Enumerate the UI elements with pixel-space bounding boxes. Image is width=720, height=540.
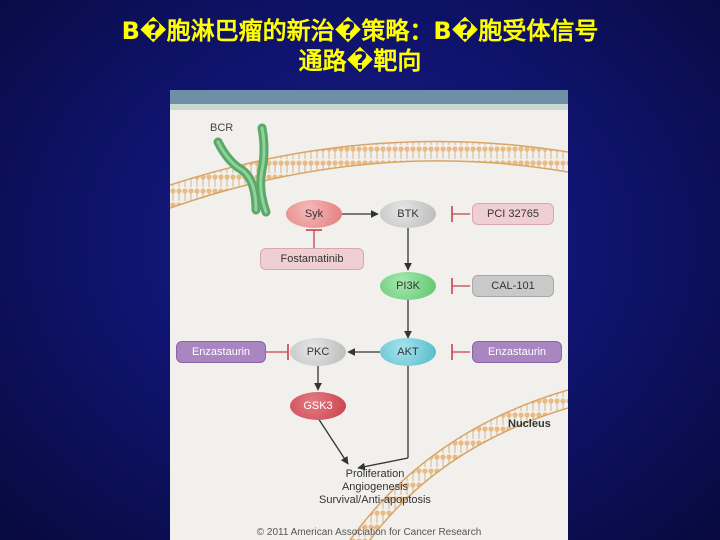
pi3k-node: PI3K [380, 272, 436, 300]
nuclear-membrane-outer [349, 389, 568, 540]
bcr-label: BCR [210, 122, 234, 134]
enzastaurin-right-inhibitor: Enzastaurin [472, 341, 562, 363]
copyright-notice: © 2011 American Association for Cancer R… [256, 527, 482, 538]
nuclear-membrane-inner [369, 407, 568, 540]
enzastaurin-left-inhibitor: Enzastaurin [176, 341, 266, 363]
cellular-outcomes: Proliferation Angiogenesis Survival/Anti… [280, 468, 470, 507]
outcome-proliferation: Proliferation [345, 468, 405, 480]
outcome-angiogenesis: Angiogenesis [341, 481, 409, 493]
pci32765-inhibitor: PCI 32765 [472, 203, 554, 225]
cal101-inhibitor: CAL-101 [472, 275, 554, 297]
membrane-inner-edge [170, 160, 568, 209]
figure-header-accent [170, 104, 568, 110]
syk-node: Syk [286, 200, 342, 228]
fostamatinib-inhibitor: Fostamatinib [260, 248, 364, 270]
slide-title: B�胞淋巴瘤的新治�策略：B�胞受体信号 通路�靶向 [0, 16, 720, 76]
title-line-2: 通路�靶向 [298, 47, 422, 75]
bcr-receptor [213, 123, 271, 217]
title-line-1: B�胞淋巴瘤的新治�策略：B�胞受体信号 [121, 17, 599, 45]
btk-node: BTK [380, 200, 436, 228]
pkc-node: PKC [290, 338, 346, 366]
arrow-gsk3-outcomes [317, 417, 349, 465]
akt-node: AKT [380, 338, 436, 366]
arrow-akt-outcomes [357, 457, 409, 471]
outcome-survival: Survival/Anti-apoptosis [319, 494, 431, 506]
pathway-connectors [266, 206, 470, 471]
pathway-diagram [170, 90, 568, 540]
plasma-membrane [170, 141, 568, 208]
membrane-outer-edge [170, 140, 568, 186]
figure-header-bar [170, 90, 568, 104]
pathway-figure: BCR Syk BTK PI3K PKC AKT GSK3 Fostamatin… [170, 90, 568, 540]
gsk3-node: GSK3 [290, 392, 346, 420]
nuclear-membrane [350, 390, 568, 540]
nucleus-label: Nucleus [508, 418, 551, 430]
